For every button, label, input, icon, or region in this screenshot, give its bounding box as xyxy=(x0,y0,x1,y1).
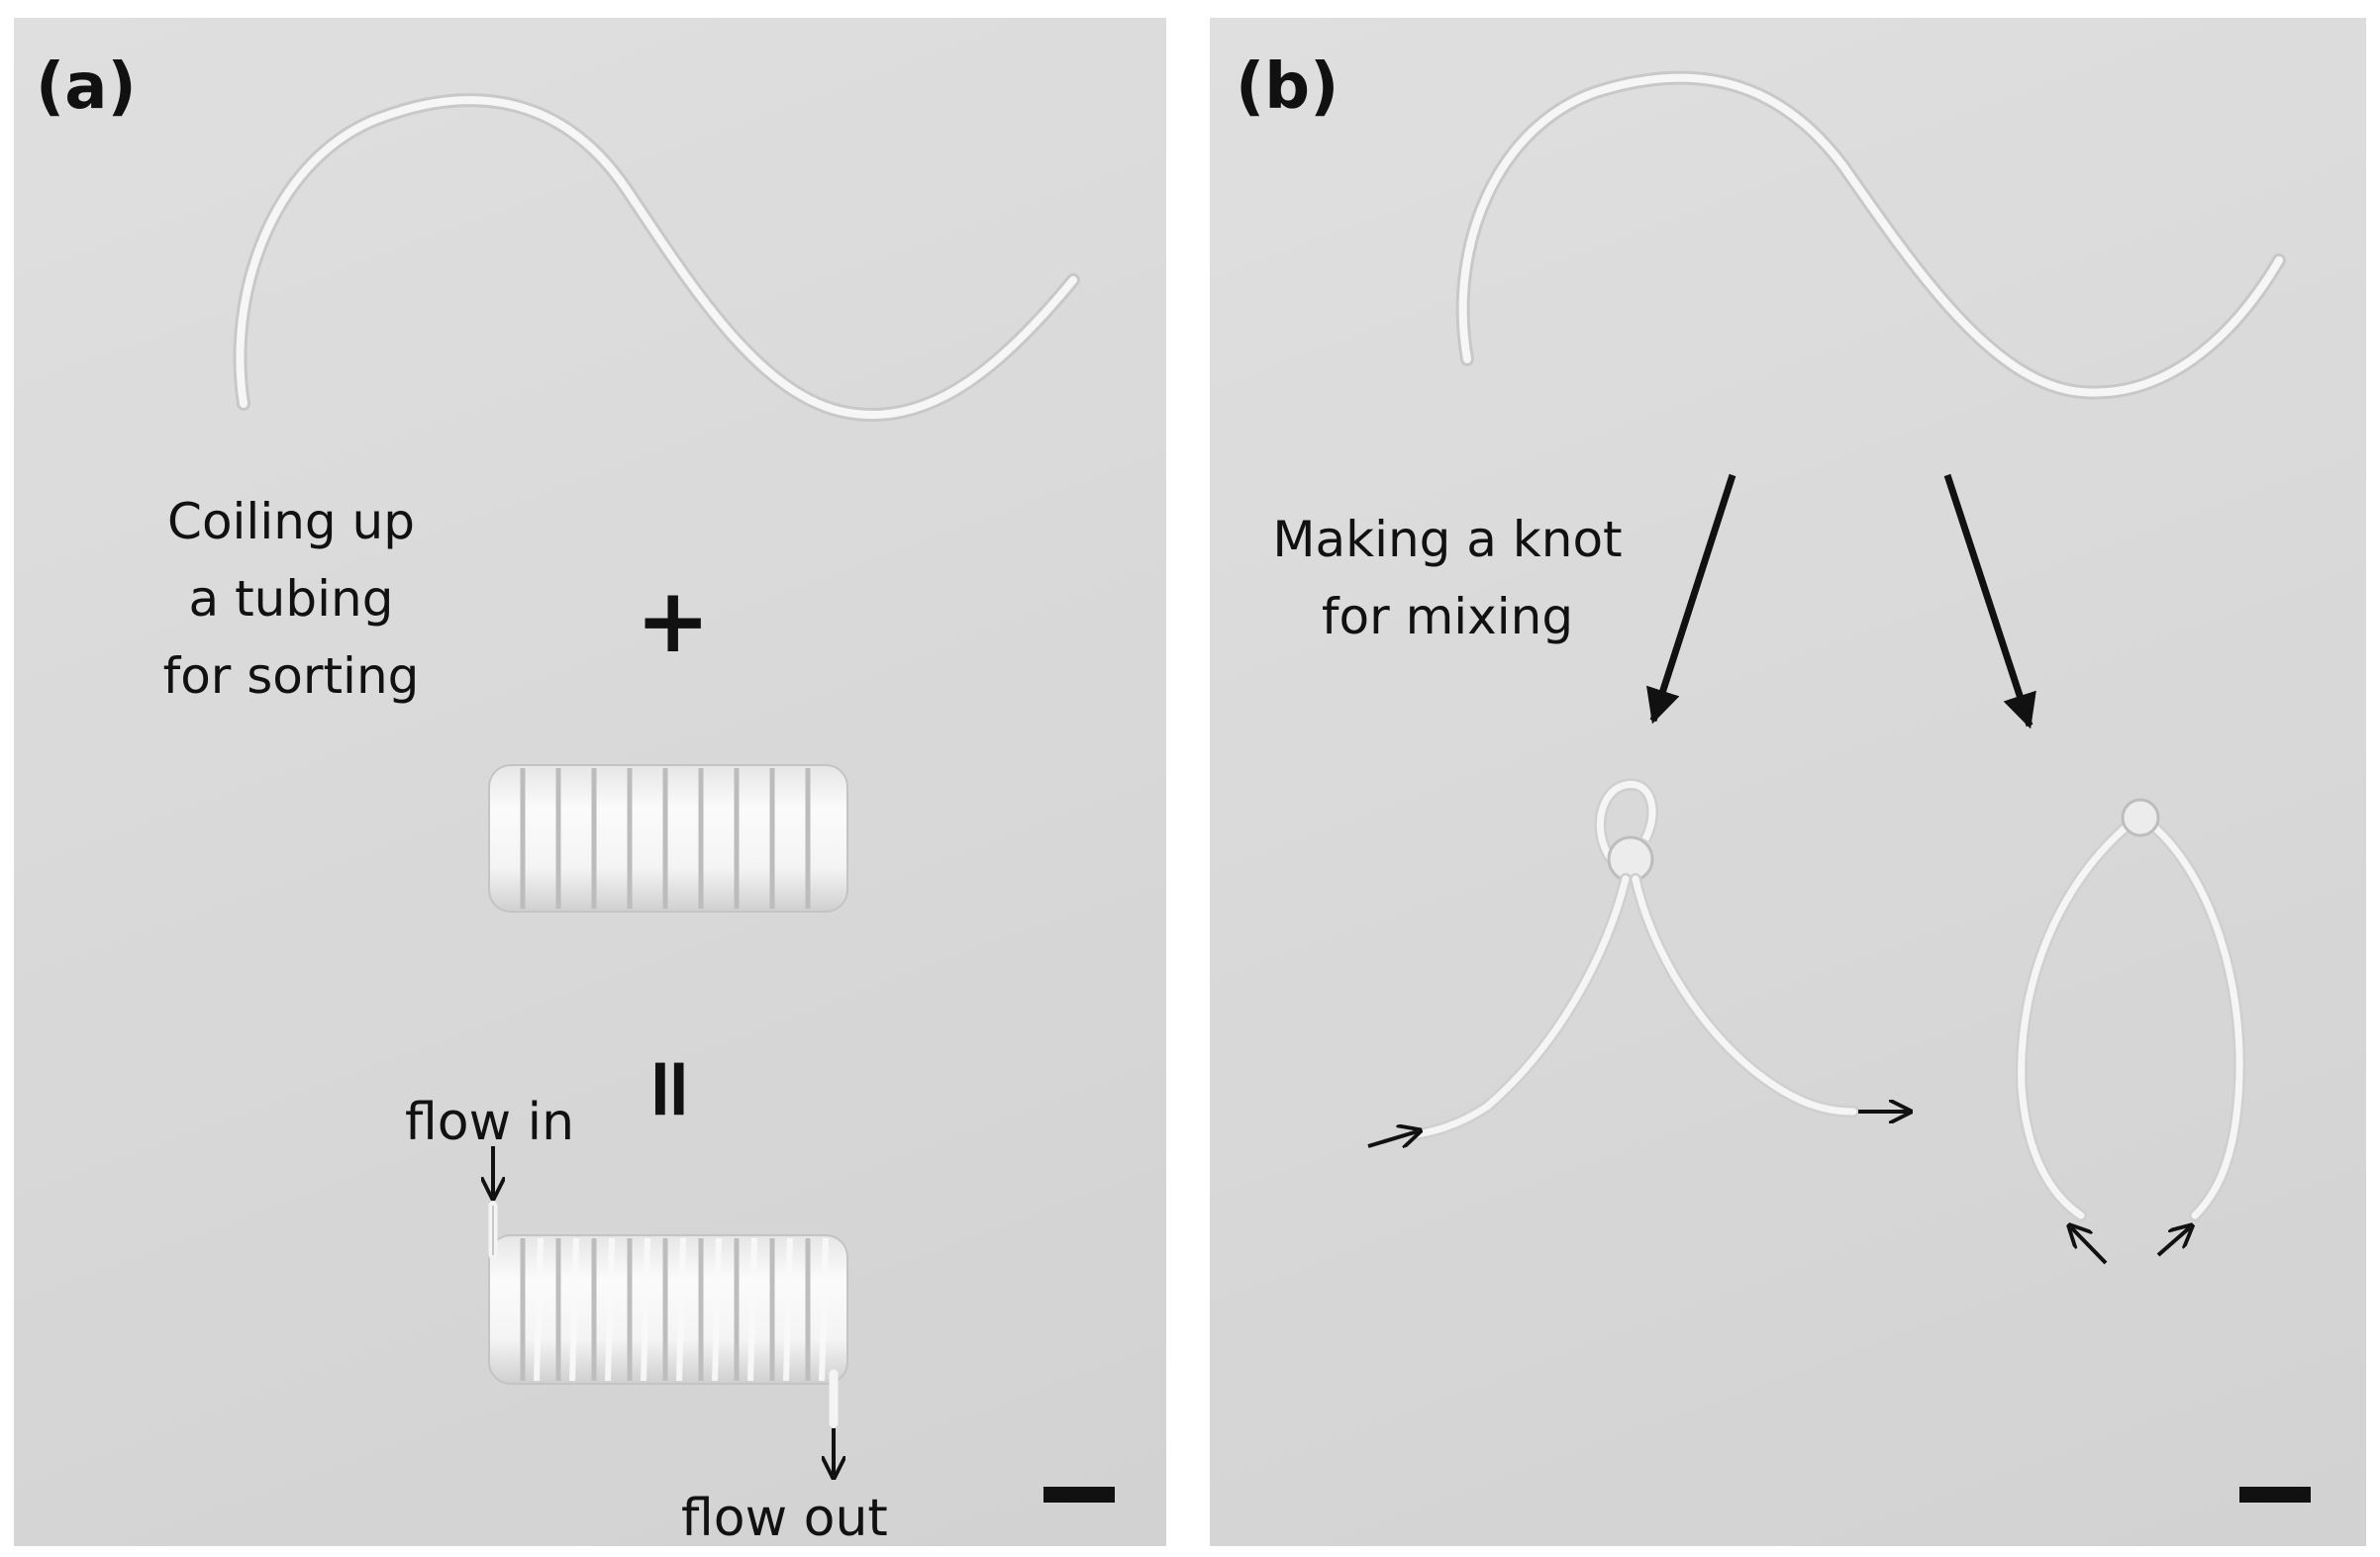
panel-b-label: (b) xyxy=(1236,50,1339,124)
panel-b-caption: Making a knot for mixing xyxy=(1249,501,1645,655)
flow-arrow xyxy=(2071,1227,2108,1265)
caption-line: for sorting xyxy=(162,647,420,705)
flow-arrow xyxy=(2156,1227,2190,1257)
coiled-tubing-rod xyxy=(488,1201,848,1428)
flow-in-label: flow in xyxy=(405,1093,575,1152)
knotted-tubing-open xyxy=(1412,778,1859,1140)
panel-b-photo xyxy=(1367,70,2311,1503)
panel-a-caption: Coiling up a tubing for sorting xyxy=(133,483,449,715)
tubing-s-curve xyxy=(1455,70,2286,400)
scale-bar xyxy=(2239,1487,2311,1503)
plus-symbol: + xyxy=(636,569,711,673)
caption-line: Making a knot xyxy=(1272,511,1623,568)
flow-arrow xyxy=(1367,1131,1418,1146)
knot-arrow-left xyxy=(1646,473,1736,725)
knot-arrow-right xyxy=(1943,473,2036,730)
caption-line: a tubing xyxy=(188,570,394,628)
knotted-tubing-closed xyxy=(2015,798,2246,1221)
equals-symbol: = xyxy=(624,1053,722,1124)
flow-out-label: flow out xyxy=(681,1489,888,1548)
panel-a-photo xyxy=(233,93,1115,1503)
panel-a-label: (a) xyxy=(36,50,137,124)
caption-line: for mixing xyxy=(1321,588,1574,645)
panel-a: (a) Coiling up a tubing for sorting + = … xyxy=(14,18,1166,1546)
panel-b: (b) Making a knot for mixing xyxy=(1210,18,2366,1546)
scale-bar xyxy=(1043,1487,1115,1503)
caption-line: Coiling up xyxy=(167,493,415,550)
ridged-rod xyxy=(488,764,848,913)
tubing-s-curve xyxy=(233,93,1080,423)
